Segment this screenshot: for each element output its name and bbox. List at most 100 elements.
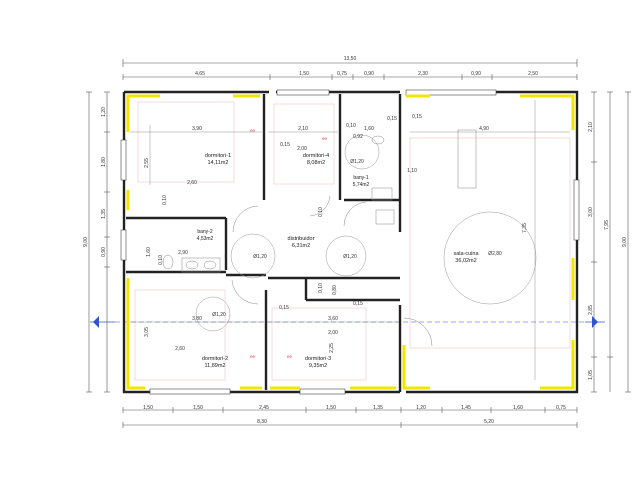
top-dim: 0,90 <box>364 71 374 77</box>
section-marker-left <box>90 316 115 328</box>
dim-label: 1,60 <box>146 247 152 257</box>
bottom-dim: 0,75 <box>556 405 566 411</box>
top-dim: 0,90 <box>471 71 481 77</box>
section-marker-right <box>585 316 605 328</box>
left-dimensions <box>86 91 110 393</box>
room-area: 4,53m2 <box>197 236 214 242</box>
dim-label: 4,90 <box>479 126 489 132</box>
circle-label: Ø2,80 <box>488 251 502 257</box>
room-name: dormitori-3 <box>305 356 331 362</box>
right-dim: 3,00 <box>588 207 594 217</box>
dim-label: 1,10 <box>407 168 417 174</box>
top-dim: 2,50 <box>528 71 538 77</box>
walls <box>122 90 579 394</box>
room-name: dormitori-2 <box>202 356 228 362</box>
right-dim: 2,85 <box>588 305 594 315</box>
bottom-dim: 2,45 <box>259 405 269 411</box>
dim-label: 0,10 <box>318 283 324 293</box>
right-dim: 1,05 <box>588 370 594 380</box>
room-area: 6,31m2 <box>292 243 310 249</box>
bottom-dim: 1,50 <box>143 405 153 411</box>
dim-label: 3,90 <box>192 126 202 132</box>
top-dim: 4,65 <box>195 71 205 77</box>
bottom-dim: 1,50 <box>326 405 336 411</box>
dim-label: 0,10 <box>318 207 324 217</box>
left-dim: 0,90 <box>101 247 107 257</box>
outlet-marker: ee <box>250 128 256 133</box>
room-area: 36,02m2 <box>455 258 476 264</box>
dim-label: 0,15 <box>387 116 397 122</box>
bottom-dimensions <box>122 407 578 428</box>
top-dimensions <box>122 59 578 80</box>
bottom-dim: 1,35 <box>373 405 383 411</box>
left-dim: 1,20 <box>101 107 107 117</box>
dim-label: 0,10 <box>162 195 168 205</box>
outlet-marker: ee <box>287 354 293 359</box>
room-name: bany-1 <box>353 175 369 181</box>
dim-label: 2,00 <box>328 330 338 336</box>
right-dim: 2,10 <box>588 122 594 132</box>
dim-label: 7,35 <box>522 223 528 233</box>
room-name: bany-2 <box>197 229 213 235</box>
left-total-dim: 9,00 <box>83 237 89 247</box>
room-name: dormitori-4 <box>303 153 329 159</box>
bottom-dim: 1,45 <box>461 405 471 411</box>
dim-label: 2,55 <box>144 158 150 168</box>
bottom-dim: 1,20 <box>416 405 426 411</box>
dim-label: 0,10 <box>158 255 164 265</box>
room-area: 5,74m2 <box>353 182 370 188</box>
dim-label: 1,60 <box>364 126 374 132</box>
left-dim: 1,80 <box>101 157 107 167</box>
bottom-total-dim: 8,30 <box>257 419 267 425</box>
dim-label: 2,60 <box>175 346 185 352</box>
room-area: 9,35m2 <box>309 363 327 369</box>
room-area: 11,89m2 <box>205 363 226 369</box>
top-total-dim: 13,50 <box>344 56 357 62</box>
dim-label: 0,15 <box>353 301 363 307</box>
dim-label: 3,60 <box>328 316 338 322</box>
red-markers: ee ee ee ee <box>250 128 328 359</box>
turning-circles <box>195 134 537 332</box>
dim-label: 3,80 <box>192 316 202 322</box>
outlet-marker: ee <box>250 354 256 359</box>
right-total-dim: 7,95 <box>604 220 610 230</box>
right-dimensions <box>591 91 631 393</box>
dim-label: 0,92 <box>353 134 363 140</box>
room-area: 14,11m2 <box>208 160 229 166</box>
room-labels: dormitori-1 14,11m2 dormitori-4 8,08m2 b… <box>197 153 480 369</box>
dim-label: 0,15 <box>412 114 422 120</box>
bottom-dim: 1,50 <box>193 405 203 411</box>
dim-label: 0,15 <box>279 305 289 311</box>
left-dim: 1,35 <box>101 209 107 219</box>
dim-label: 2,25 <box>329 343 335 353</box>
insulation <box>126 94 575 390</box>
dim-label: 0,15 <box>280 142 290 148</box>
fixtures <box>162 129 477 347</box>
top-dim: 2,30 <box>418 71 428 77</box>
dim-label: 2,00 <box>297 146 307 152</box>
inner-dimensions: 3,90 2,55 2,60 0,10 2,10 0,15 2,00 0,10 … <box>144 114 528 353</box>
furniture <box>134 101 571 381</box>
dim-label: 2,10 <box>298 126 308 132</box>
circle-label: Ø1,20 <box>253 254 267 260</box>
outlet-marker: ee <box>322 136 328 141</box>
top-dim: 0,75 <box>337 71 347 77</box>
bottom-dim: 1,60 <box>513 405 523 411</box>
room-area: 8,08m2 <box>307 160 325 166</box>
dim-label: 0,80 <box>332 285 338 295</box>
circle-label: Ø1,20 <box>212 312 226 318</box>
room-name: dormitori-1 <box>205 153 231 159</box>
room-name: sala-cuina <box>453 251 479 257</box>
dim-label: 2,90 <box>178 250 188 256</box>
right-total-dim: 9,00 <box>622 237 628 247</box>
inner-dim-lines <box>130 100 570 380</box>
dim-label: 3,05 <box>144 327 150 337</box>
circle-label: Ø1,20 <box>350 159 364 165</box>
bottom-total-dim: 5,20 <box>484 419 494 425</box>
windows <box>120 89 580 395</box>
dim-label: 2,60 <box>187 180 197 186</box>
room-name: distribuidor <box>288 236 315 242</box>
circle-label: Ø1,20 <box>343 254 357 260</box>
dim-label: 0,10 <box>346 123 356 129</box>
circle-labels: Ø1,20 Ø1,20 Ø1,20 Ø1,20 Ø2,80 <box>212 159 502 318</box>
